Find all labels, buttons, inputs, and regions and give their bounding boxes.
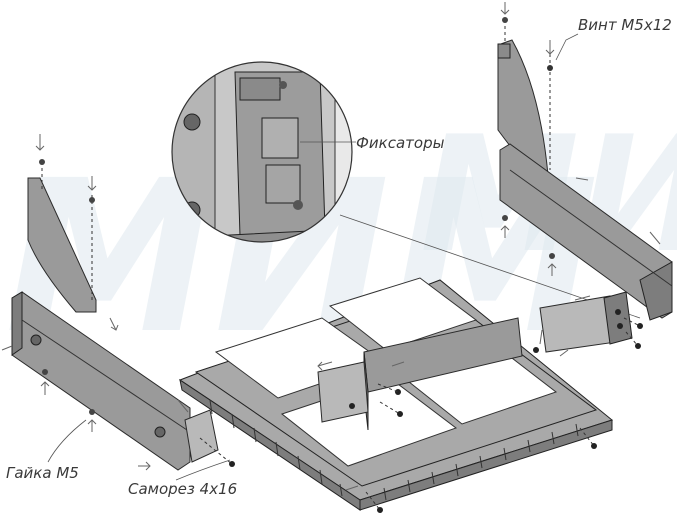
- callout-nut-m5: Гайка М5: [6, 419, 87, 482]
- callout-self-tapping-screw: Саморез 4х16: [128, 459, 237, 498]
- left-bracket-assembly: [1, 134, 235, 471]
- latch-detail-zoom: [171, 61, 353, 243]
- self-tapping-screw-label: Саморез 4х16: [128, 480, 237, 498]
- center-divider-assembly: [317, 317, 543, 431]
- callout-screw-m5: Винт М5х12: [555, 16, 672, 61]
- nut-m5-label: Гайка М5: [6, 464, 79, 482]
- screw-m5-label: Винт М5х12: [578, 16, 672, 34]
- latches-label: Фиксаторы: [356, 134, 445, 152]
- right-bracket-assembly: [497, 2, 673, 321]
- callout-latches: Фиксаторы: [300, 134, 445, 152]
- right-connector-block: [539, 291, 643, 357]
